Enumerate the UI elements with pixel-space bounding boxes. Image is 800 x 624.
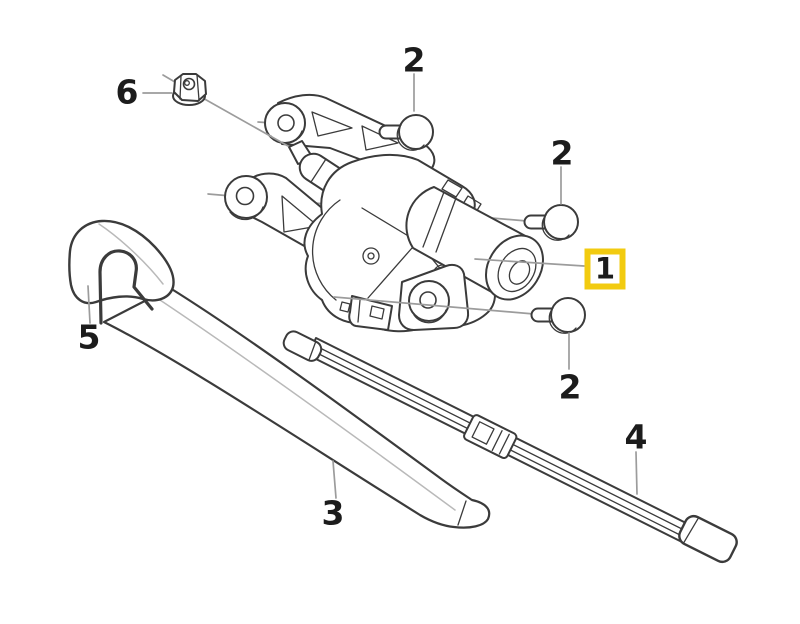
wiper-arm-drawing	[68, 219, 491, 529]
leader-arm-cover	[87, 285, 91, 324]
leader-grommet-bottom	[333, 296, 535, 315]
blade-top-cap	[282, 330, 323, 362]
mount-grommet-top-drawing	[378, 114, 434, 151]
callout-3-wiper-arm[interactable]: 3	[321, 493, 345, 533]
callout-1-motor-assembly-highlighted[interactable]: 1	[584, 248, 626, 290]
callout-6-spindle-nut[interactable]: 6	[115, 72, 139, 112]
callout-2-grommet-bottom[interactable]: 2	[558, 367, 582, 407]
spindle-nut-drawing	[162, 73, 289, 147]
leader-motor-assembly	[474, 258, 585, 267]
blade-end-cap	[678, 514, 738, 564]
leader-lines-over	[87, 73, 638, 499]
electrical-connector	[339, 295, 393, 331]
callout-4-wiper-blade[interactable]: 4	[624, 417, 648, 457]
bottom-bushing	[398, 263, 470, 331]
leader-wiper-arm	[332, 460, 337, 499]
callout-2-grommet-middle[interactable]: 2	[550, 133, 574, 173]
mount-grommet-middle-drawing	[523, 204, 579, 241]
motor-cylinder	[405, 186, 544, 301]
leader-wiper-blade	[635, 451, 638, 495]
wiper-blade-drawing	[282, 330, 738, 564]
nut-axis-line	[200, 96, 289, 147]
callout-2-grommet-top[interactable]: 2	[402, 40, 426, 80]
blade-connector	[463, 414, 518, 459]
mount-grommet-bottom-drawing	[530, 297, 586, 334]
callout-5-arm-head-cover[interactable]: 5	[77, 317, 101, 357]
wiper-motor-assembly-drawing	[224, 93, 544, 333]
